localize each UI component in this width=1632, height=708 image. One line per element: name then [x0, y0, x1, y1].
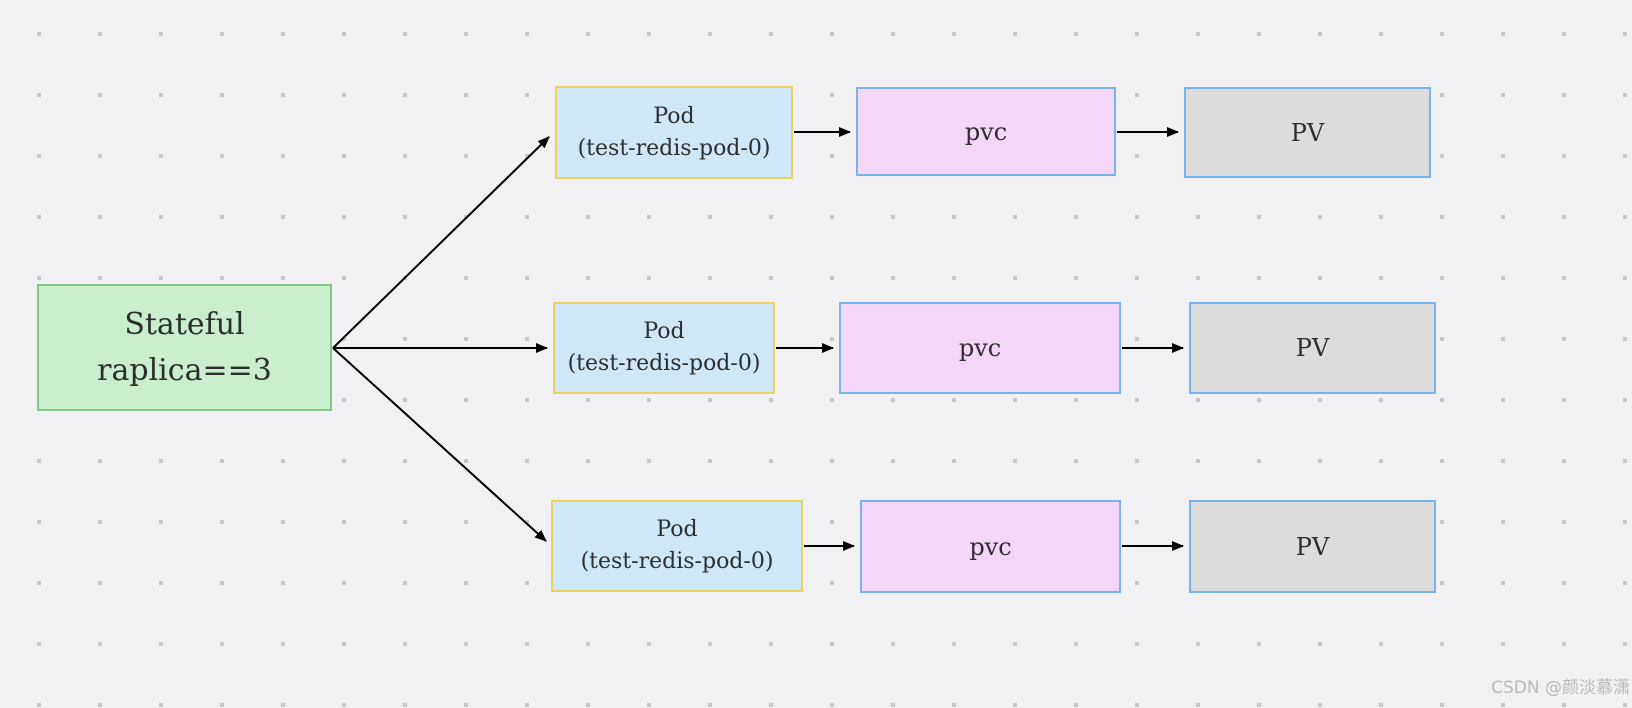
pod-title: Pod — [656, 517, 698, 542]
pv-node-1: PV — [1184, 87, 1431, 178]
pod-title: Pod — [643, 319, 685, 344]
arrow-stateful-to-pod-1 — [332, 136, 550, 349]
pvc-node-2: pvc — [839, 302, 1121, 394]
pv-label: PV — [1290, 118, 1325, 147]
pv-node-3: PV — [1189, 500, 1436, 593]
statefulset-node: Stateful raplica==3 — [37, 284, 332, 411]
pvc-label: pvc — [964, 117, 1008, 146]
pv-node-2: PV — [1189, 302, 1436, 394]
pod-instance: (test-redis-pod-0) — [567, 351, 761, 376]
statefulset-label-line1: Stateful — [124, 306, 245, 342]
pod-title: Pod — [653, 103, 695, 129]
pvc-node-1: pvc — [856, 87, 1116, 176]
pvc-label: pvc — [958, 334, 1002, 362]
pod-node-3: Pod (test-redis-pod-0) — [551, 500, 803, 592]
csdn-watermark: CSDN @颜淡慕潇 — [1491, 678, 1630, 698]
pvc-node-3: pvc — [860, 500, 1121, 593]
pv-label: PV — [1295, 334, 1330, 362]
arrow-stateful-to-pod-3 — [332, 347, 547, 542]
pvc-label: pvc — [969, 532, 1012, 561]
pv-label: PV — [1295, 532, 1330, 561]
pod-instance: (test-redis-pod-0) — [577, 135, 771, 161]
pod-node-1: Pod (test-redis-pod-0) — [555, 86, 793, 179]
pod-node-2: Pod (test-redis-pod-0) — [553, 302, 775, 394]
pod-instance: (test-redis-pod-0) — [580, 549, 774, 574]
statefulset-label-line2: raplica==3 — [97, 352, 272, 388]
